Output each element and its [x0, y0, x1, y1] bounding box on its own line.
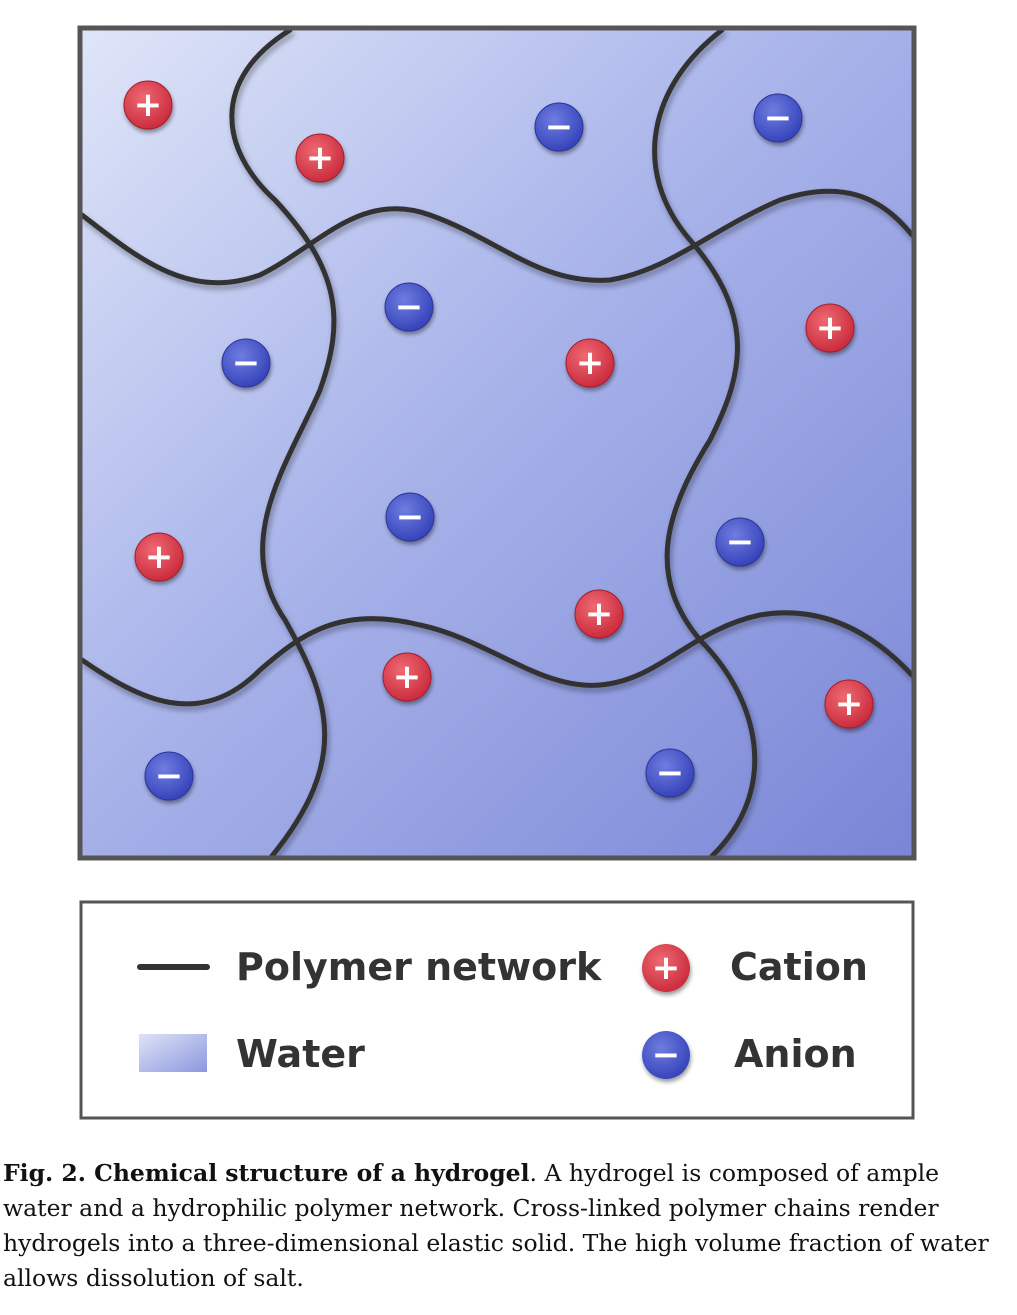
cation-ion-10: + — [134, 532, 184, 582]
anion-ion-16: − — [645, 748, 695, 798]
caption-title: Fig. 2. Chemical structure of a hydrogel — [3, 1159, 530, 1187]
polymer-chain-horizontal-bottom — [82, 610, 912, 707]
cation-symbol: + — [306, 138, 335, 178]
anion-ion-11: − — [715, 517, 765, 567]
polymer-chain-vertical-left — [229, 30, 337, 856]
polymer-network — [82, 30, 912, 856]
cation-symbol: + — [393, 657, 422, 697]
polymer-chain-vertical-right — [652, 30, 758, 856]
anion-ion-6: − — [221, 338, 271, 388]
svg-text:−: − — [652, 1035, 681, 1075]
caption-text: . A hydrogel is composed of ample water … — [3, 1159, 989, 1292]
cation-legend-icon: + — [642, 944, 690, 992]
anion-symbol: − — [656, 753, 685, 793]
anion-ion-9: − — [385, 492, 435, 542]
hydrogel-diagram: + + − − − − + + − + − + + + − − Polymer network Water +… — [77, 25, 917, 1120]
polymer-legend-label: Polymer network — [236, 945, 602, 989]
anion-legend-label: Anion — [734, 1032, 857, 1076]
cation-ion-2: + — [295, 133, 345, 183]
svg-text:+: + — [652, 948, 681, 988]
polymer-chain-horizontal-top — [82, 188, 912, 286]
water-region — [82, 30, 912, 856]
cation-symbol: + — [145, 537, 174, 577]
legend-border — [79, 900, 915, 1120]
cation-ion-8: + — [805, 303, 855, 353]
cation-ion-12: + — [574, 589, 624, 639]
cation-ion-1: + — [123, 80, 173, 130]
water-legend-swatch — [139, 1034, 207, 1072]
legend: Polymer network Water + Cation − Anion — [79, 900, 915, 1120]
anion-ion-4: − — [753, 93, 803, 143]
cation-symbol: + — [835, 684, 864, 724]
anion-symbol: − — [764, 98, 793, 138]
cation-ion-13: + — [382, 652, 432, 702]
ions-layer: + + − − − − + + − + − + + + − − — [123, 80, 874, 801]
anion-ion-3: − — [534, 102, 584, 152]
water-legend-label: Water — [236, 1032, 365, 1076]
diagram-border — [77, 25, 917, 861]
anion-symbol: − — [396, 497, 425, 537]
anion-symbol: − — [232, 343, 261, 383]
figure-caption: Fig. 2. Chemical structure of a hydrogel… — [3, 1156, 1013, 1296]
cation-symbol: + — [585, 594, 614, 634]
anion-ion-5: − — [384, 282, 434, 332]
anion-symbol: − — [726, 522, 755, 562]
cation-symbol: + — [816, 308, 845, 348]
anion-symbol: − — [395, 287, 424, 327]
anion-symbol: − — [545, 107, 574, 147]
cation-ion-7: + — [565, 338, 615, 388]
anion-symbol: − — [155, 756, 184, 796]
cation-legend-label: Cation — [730, 945, 868, 989]
cation-symbol: + — [576, 343, 605, 383]
anion-ion-15: − — [144, 751, 194, 801]
cation-symbol: + — [134, 85, 163, 125]
anion-legend-icon: − — [642, 1031, 690, 1079]
cation-ion-14: + — [824, 679, 874, 729]
